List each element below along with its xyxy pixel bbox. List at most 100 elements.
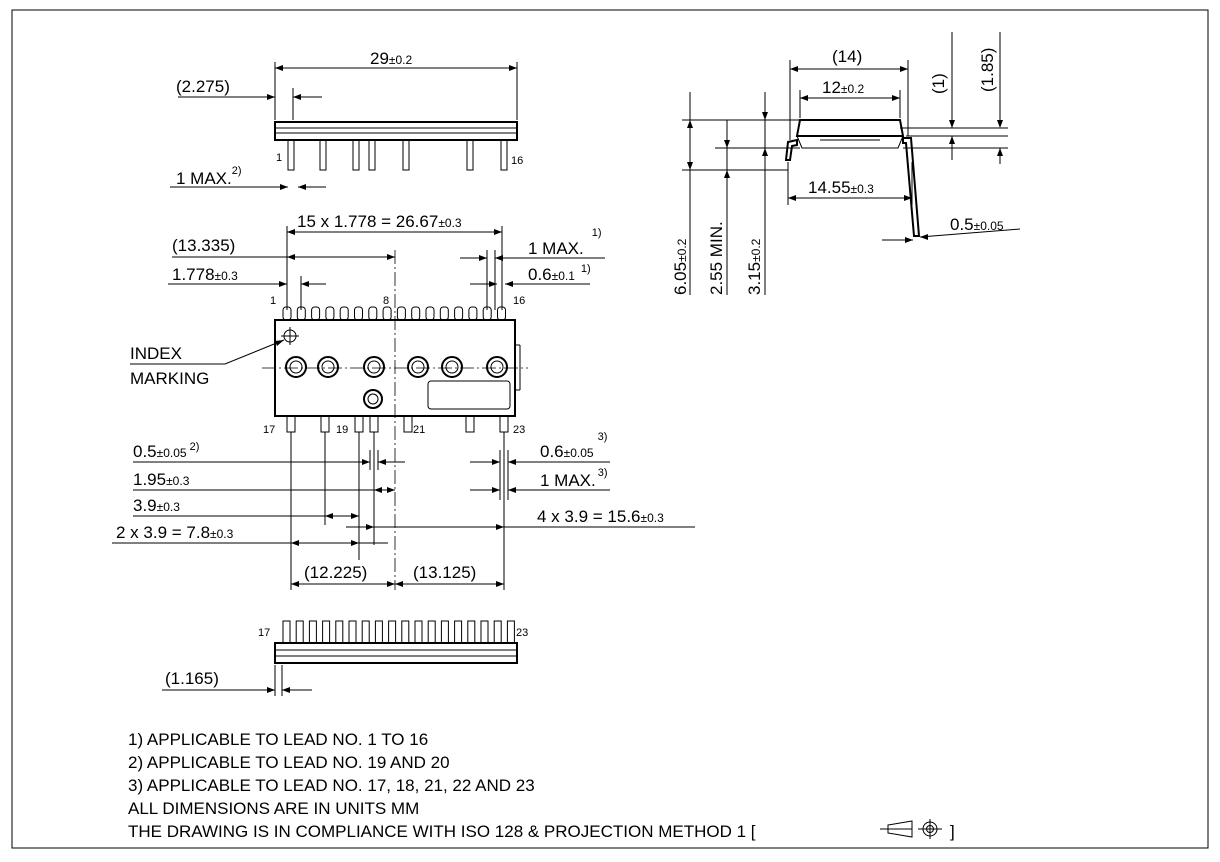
pin1-offset-label: (2.275): [176, 77, 230, 96]
top-view-leads: [287, 139, 508, 171]
bottom-view: 17 23 (1.165): [162, 620, 528, 696]
top-lead: [352, 139, 360, 171]
front-top-lead: [468, 306, 478, 321]
front-bottom-leads: [286, 415, 509, 433]
bottom-lead: [440, 620, 449, 644]
bottom-lead: [493, 620, 502, 644]
front-pin-17: 17: [263, 424, 275, 436]
front-top-lead: [396, 306, 406, 321]
bottom-lead: [308, 620, 317, 644]
top-pin-last: 16: [511, 155, 523, 167]
hole-outer: [317, 356, 339, 378]
front-pin-19: 19: [336, 424, 348, 436]
note-1: 1) APPLICABLE TO LEAD NO. 1 TO 16: [128, 730, 428, 749]
bottom-lead: [454, 620, 463, 644]
side-lead-span-label: 14.55±0.3: [808, 178, 874, 197]
top-pin-first: 1: [276, 152, 282, 164]
top-lead: [287, 139, 295, 171]
bottom-lead: [388, 620, 397, 644]
hole-outer: [407, 356, 429, 378]
side-height-total-label: 6.05±0.2: [671, 238, 690, 295]
bottom-lead: [348, 620, 357, 644]
top-lead: [466, 139, 474, 171]
side-width-ref-label: (14): [832, 47, 862, 66]
dim-195-label: 1.95±0.3: [133, 470, 190, 489]
hole-inner: [411, 360, 425, 374]
lead-width-23-label: 0.6±0.053): [540, 431, 607, 461]
dim-156-label: 4 x 3.9 = 15.6±0.3: [537, 507, 664, 526]
front-top-lead: [439, 306, 449, 321]
bottom-lead: [322, 620, 331, 644]
dim-39-label: 3.9±0.3: [133, 496, 180, 515]
note-2: 2) APPLICABLE TO LEAD NO. 19 AND 20: [128, 753, 450, 772]
bottom-lead: [414, 620, 423, 644]
front-pin-21: 21: [413, 424, 425, 436]
bottom-lead: [295, 620, 304, 644]
top-lead-max-label: 1 MAX.2): [176, 165, 242, 188]
front-top-lead: [368, 306, 378, 321]
front-top-lead: [354, 306, 363, 321]
top-lead: [368, 139, 376, 171]
dim-13125-label: (13.125): [413, 563, 476, 582]
hole-outer: [285, 356, 307, 378]
front-top-lead: [425, 306, 435, 321]
front-pin-8: 8: [383, 295, 389, 307]
dim-12225-label: (12.225): [304, 563, 367, 582]
bottom-offset-label: (1.165): [165, 669, 219, 688]
front-pin-16: 16: [513, 295, 525, 307]
front-pin-23: 23: [513, 424, 525, 436]
bottom-pin-17: 17: [258, 627, 270, 639]
bottom-lead: [374, 620, 383, 644]
side-height-min-label: 2.55 MIN.: [707, 221, 726, 295]
top-lead: [402, 139, 410, 171]
note-units: ALL DIMENSIONS ARE IN UNITS MM: [128, 799, 419, 818]
bottom-lead: [467, 620, 476, 644]
index-label-line1: INDEX: [130, 344, 182, 363]
notes: 1) APPLICABLE TO LEAD NO. 1 TO 16 2) APP…: [128, 730, 955, 841]
hole-outer: [486, 356, 508, 378]
lead-max-bottom-label: 1 MAX.3): [540, 467, 608, 490]
front-top-lead: [325, 306, 335, 321]
bottom-lead: [480, 620, 489, 644]
bottom-lead: [506, 620, 515, 644]
top-view: 29±0.2 (2.275) 1 MAX.2) 1 16: [170, 49, 523, 190]
bottom-lead: [427, 620, 436, 644]
note-iso: THE DRAWING IS IN COMPLIANCE WITH ISO 12…: [128, 822, 756, 841]
hole-inner: [289, 360, 303, 374]
index-label-line2: MARKING: [130, 369, 209, 388]
side-view-body: [795, 119, 905, 137]
offset-13335-label: (13.335): [172, 236, 235, 255]
note-iso-close: ]: [950, 822, 955, 841]
top-lead: [319, 139, 327, 171]
bottom-view-body: [274, 642, 518, 664]
bottom-lead: [361, 620, 370, 644]
bottom-lead: [282, 620, 291, 644]
side-body-width-label: 12±0.2: [822, 78, 865, 97]
label-window: [427, 380, 511, 410]
side-height-body-label: 3.15±0.2: [745, 238, 764, 295]
projection-method-1-icon: [880, 819, 942, 839]
bottom-lead: [335, 620, 344, 644]
hole-inner: [445, 360, 459, 374]
overall-length-label: 29±0.2: [370, 49, 413, 68]
top-lead: [500, 139, 508, 171]
note-3: 3) APPLICABLE TO LEAD NO. 17, 18, 21, 22…: [128, 776, 535, 795]
side-view: (14) 12±0.2 (1) (1.85) 14.55±0.3 0.5±0.0…: [671, 32, 1021, 295]
bottom-lead: [401, 620, 410, 644]
lead-max-top-label: 1 MAX.1): [528, 227, 602, 258]
side-dim-1-label: (1): [929, 73, 948, 94]
hole-inner: [490, 360, 504, 374]
hole-outer: [363, 356, 385, 378]
bottom-pin-23: 23: [516, 627, 528, 639]
pitch-label: 1.778±0.3: [172, 265, 238, 284]
front-mounting-holes: [285, 356, 508, 378]
front-top-lead: [454, 306, 464, 321]
front-pin-1: 1: [270, 295, 276, 307]
front-top-lead: [411, 306, 421, 321]
front-top-lead: [339, 306, 349, 321]
side-lead-thickness-label: 0.5±0.05: [950, 215, 1004, 234]
bottom-view-leads: [282, 620, 515, 644]
front-top-leads: [282, 306, 506, 321]
